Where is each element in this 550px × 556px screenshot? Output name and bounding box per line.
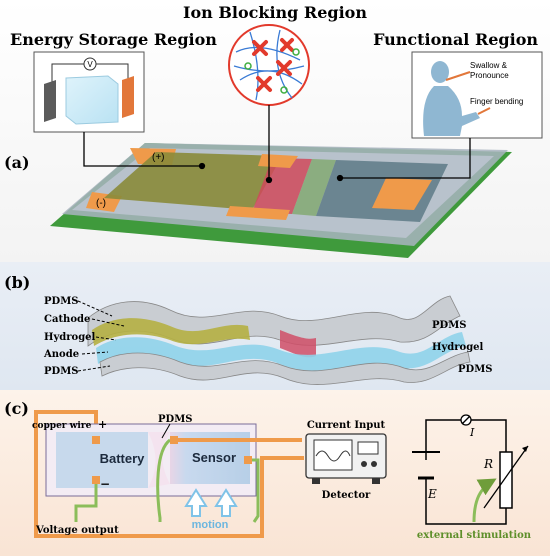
- label-anode: Anode: [43, 349, 79, 360]
- ion-blocking-inset: [228, 24, 310, 106]
- sensor-pad-bottom: [226, 206, 290, 220]
- finger-bending-label: Finger bending: [470, 97, 523, 106]
- pdms-label: PDMS: [158, 414, 192, 425]
- sensor-label: Sensor: [192, 450, 236, 465]
- hydrogel-strip: [292, 159, 336, 216]
- voltage-output-wire: [34, 418, 304, 538]
- battery-block: [56, 432, 148, 488]
- label-pdms-top: PDMS: [44, 296, 78, 307]
- label-pdms-bottom: PDMS: [44, 366, 78, 377]
- detector-instrument: Current Input Detector: [305, 420, 387, 501]
- battery-label: Battery: [100, 451, 146, 466]
- polymer-network: [233, 29, 305, 101]
- motion-arrows: motion: [184, 488, 238, 531]
- external-stimulation-label: external stimulation: [417, 530, 532, 541]
- plus-sign: +: [98, 418, 107, 431]
- pronounce-label: Pronounce: [470, 71, 509, 80]
- sensor-pad-top: [258, 154, 298, 168]
- current-symbol: I: [469, 426, 475, 439]
- battery-terminal-minus: [92, 476, 100, 484]
- label-cathode: Cathode: [44, 314, 90, 325]
- panel-b-right-labels: PDMS Hydrogel PDMS: [432, 320, 492, 375]
- motion-label: motion: [192, 519, 229, 531]
- panel-b-left-labels: PDMS Cathode Hydrogel Anode PDMS: [43, 296, 96, 377]
- minus-label: (-): [96, 198, 106, 209]
- leader-lines: [83, 105, 471, 184]
- green-wires: [74, 438, 260, 523]
- label-right-hydrogel: Hydrogel: [432, 342, 484, 353]
- panel-c-letter: (c): [4, 399, 29, 418]
- plus-label: (+): [152, 152, 165, 163]
- cathode-layer: [92, 318, 250, 346]
- copper-wire-label: copper wire: [32, 421, 92, 431]
- emf-symbol: E: [427, 487, 437, 501]
- current-input-label: Current Input: [307, 420, 386, 431]
- ion-block-marks: [252, 38, 294, 92]
- sensor-pad-right: [372, 178, 432, 210]
- human-head: [431, 61, 449, 83]
- ion-blocking-zone: [252, 158, 312, 214]
- anode-plate: [44, 80, 56, 122]
- human-body: [423, 86, 480, 136]
- pdms-bottom-layer: [99, 351, 471, 385]
- hydrogel-layer: [96, 332, 466, 371]
- stimulation-arrow: [472, 478, 497, 523]
- voltmeter-icon: [83, 57, 97, 71]
- variable-resistor: [499, 451, 513, 509]
- equivalent-circuit: I R E external stimulation: [412, 414, 532, 541]
- ion-blocking-layer: [280, 330, 316, 358]
- panel-a-letter: (a): [4, 153, 30, 172]
- energy-storage-title: Energy Storage Region: [10, 30, 217, 49]
- label-right-pdms-bottom: PDMS: [458, 364, 492, 375]
- label-hydrogel: Hydrogel: [44, 332, 96, 343]
- copper-wire: [34, 410, 98, 434]
- resistance-symbol: R: [483, 457, 493, 471]
- device-3d: (+) (-): [50, 143, 512, 258]
- ion-blocking-title: Ion Blocking Region: [183, 3, 367, 22]
- panel-b-letter: (b): [4, 273, 30, 292]
- functional-title: Functional Region: [373, 30, 538, 49]
- functional-inset: Swallow & Pronounce Finger bending: [411, 51, 543, 139]
- sensor-terminal-left: [170, 436, 178, 444]
- panel-b-left-leaders: [77, 300, 125, 372]
- label-right-pdms-top: PDMS: [432, 320, 466, 331]
- energy-storage-inset: V: [33, 51, 145, 133]
- cathode-plate: [122, 76, 134, 118]
- detector-label: Detector: [322, 490, 371, 501]
- voltage-output-label: Voltage output: [35, 525, 119, 536]
- sensor-terminal-right: [244, 456, 252, 464]
- battery-terminal-plus: [92, 436, 100, 444]
- swallow-label: Swallow &: [470, 61, 508, 70]
- minus-sign: −: [100, 477, 110, 491]
- electrolyte-cube: [65, 75, 119, 125]
- flexible-device: [87, 295, 471, 385]
- voltmeter-symbol: V: [87, 60, 93, 69]
